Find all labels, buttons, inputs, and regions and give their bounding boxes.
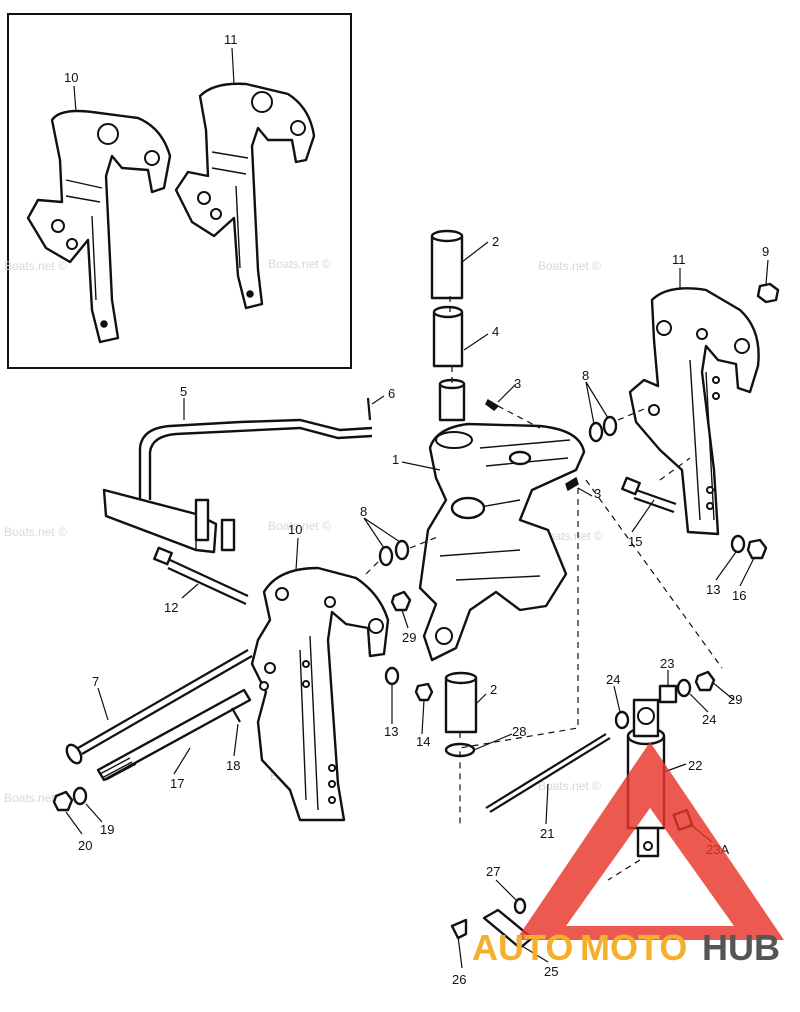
washer-24a [614,710,630,730]
nut-20 [52,790,74,812]
callout-11: 11 [672,252,686,267]
watermark: Boats.net © [4,525,67,539]
callout-16: 16 [732,588,746,603]
callout-5: 5 [180,384,187,399]
callout-22: 22 [688,758,702,773]
watermark: Boats.net © [538,259,601,273]
rod-21 [485,733,611,813]
inset-bracket-11 [174,82,316,310]
callout-3a: 3 [514,376,521,391]
callout-15: 15 [628,534,642,549]
watermark: Boats.net © [538,779,601,793]
callout-19: 19 [100,822,114,837]
washer-8d [394,539,410,561]
callout-6: 6 [388,386,395,401]
bolt-12 [153,546,249,605]
brand-text-hub: HUB [702,927,780,968]
nut-14 [414,682,434,702]
callout-26: 26 [452,972,466,987]
bushing-23 [658,684,678,704]
clamp-bracket-11 [628,287,760,536]
callout-2b: 2 [490,682,497,697]
watermark: Boats.net © [540,529,603,543]
callout-20: 20 [78,838,92,853]
nut-16 [746,538,768,560]
callout-1: 1 [392,452,399,467]
bushing-small [438,378,466,422]
bushing-upper [430,229,464,300]
washer-8a [588,421,604,443]
callout-7: 7 [92,674,99,689]
callout-8a: 8 [582,368,589,383]
callout-8b: 8 [360,504,367,519]
watermark: Boats.net © [268,519,331,533]
callout-4: 4 [492,324,499,339]
washer-19 [72,786,88,806]
cylinder-22 [626,698,666,858]
callout-24a: 24 [606,672,620,687]
washer-24b [676,678,692,698]
inset-bracket-10 [26,109,172,344]
inset-panel: 10 11 [7,13,352,369]
screw-3a [485,398,500,411]
nut-29b [694,670,716,692]
tube-17 [96,688,252,782]
callout-14: 14 [416,734,430,749]
inset-label-11: 11 [224,32,238,47]
callout-29a: 29 [402,630,416,645]
callout-9: 9 [762,244,769,259]
callout-13a: 13 [384,724,398,739]
washer-13b [730,534,746,554]
brand-logo: AUTO MOTO HUB [472,742,784,968]
callout-21: 21 [540,826,554,841]
callout-12: 12 [164,600,178,615]
clamp-bracket-10 [250,566,390,822]
bushing-4 [432,305,464,368]
callout-24b: 24 [702,712,716,727]
callout-23: 23 [660,656,674,671]
screw-26 [450,918,468,940]
tilt-tube-rod [102,418,373,554]
bolt-15 [621,476,677,514]
nut-29a [390,590,412,612]
callout-17: 17 [170,776,184,791]
brand-text-auto: AUTO [472,927,573,968]
bushing-lower [444,671,478,734]
washer-8c [378,545,394,567]
callout-labels: 2 4 3 1 5 6 8 8 9 11 3 15 13 16 10 12 29… [78,234,769,987]
bolt-7 [65,649,253,765]
callout-27: 27 [486,864,500,879]
washer-27 [513,897,527,915]
nut-9 [756,282,780,304]
watermark: Boats.net © [4,791,67,805]
brand-triangle-icon [516,742,784,940]
watermark: Boats.net © [4,259,67,273]
washer-13a [384,666,400,686]
inset-label-10: 10 [64,70,78,85]
brand-text-moto: MOTO [580,927,687,968]
callout-28: 28 [512,724,526,739]
callout-3b: 3 [594,486,601,501]
callout-2a: 2 [492,234,499,249]
callout-18: 18 [226,758,240,773]
callout-25: 25 [544,964,558,979]
assembly-lines [365,296,723,881]
cotter-pin-6 [366,397,372,421]
leaders [65,241,769,969]
swivel-bracket [418,422,586,662]
callout-10: 10 [288,522,302,537]
callout-29b: 29 [728,692,742,707]
screw-3b [565,476,579,492]
watermark: Boats.net © [268,257,331,271]
callout-13b: 13 [706,582,720,597]
pin-18 [231,707,241,723]
washer-8b [602,415,618,437]
